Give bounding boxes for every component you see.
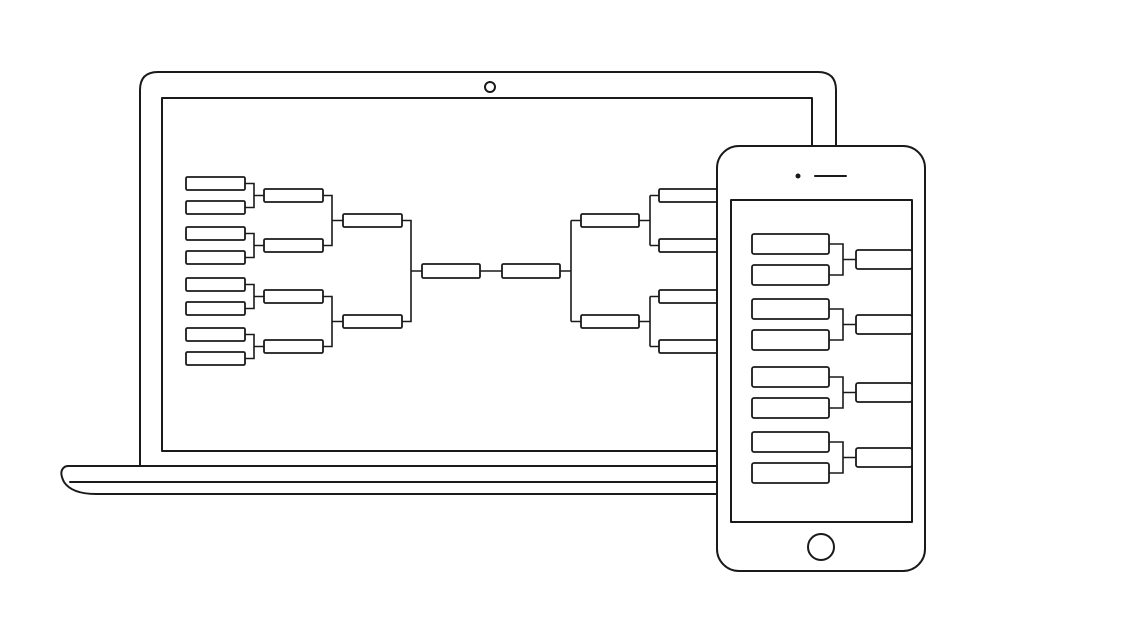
bracket-slot bbox=[580, 314, 640, 329]
bracket-slot bbox=[185, 327, 246, 342]
bracket-slot bbox=[580, 213, 640, 228]
bracket-slot bbox=[185, 176, 246, 191]
bracket-connector bbox=[829, 243, 856, 474]
laptop bbox=[60, 71, 837, 495]
bracket-slot bbox=[342, 314, 403, 329]
bracket-slot bbox=[263, 289, 324, 304]
phone-home-button-icon bbox=[807, 533, 835, 561]
bracket-slot bbox=[185, 351, 246, 366]
phone-body bbox=[716, 145, 926, 572]
bracket-slot bbox=[185, 250, 246, 265]
bracket-slot bbox=[751, 462, 830, 484]
bracket-connector bbox=[639, 194, 659, 348]
bracket-slot bbox=[263, 339, 324, 354]
bracket-slot bbox=[855, 447, 913, 468]
bracket-slot bbox=[185, 301, 246, 316]
bracket-final-slot-left bbox=[421, 263, 481, 279]
bracket-slot bbox=[751, 233, 830, 255]
bracket-slot bbox=[855, 249, 913, 270]
bracket-slot bbox=[185, 226, 246, 241]
laptop-screen bbox=[161, 97, 813, 452]
laptop-base bbox=[60, 465, 837, 495]
laptop-camera-icon bbox=[484, 81, 496, 93]
bracket-slot bbox=[855, 382, 913, 403]
bracket-connector bbox=[402, 219, 422, 323]
bracket-slot bbox=[751, 298, 830, 320]
bracket-final-slot-right bbox=[501, 263, 561, 279]
bracket-slot bbox=[658, 339, 726, 354]
bracket-slot bbox=[263, 188, 324, 203]
bracket-connector bbox=[560, 219, 581, 323]
laptop-bracket bbox=[185, 176, 726, 366]
bracket-slot bbox=[185, 200, 246, 215]
phone-sensor-icon bbox=[795, 173, 801, 179]
bracket-slot bbox=[855, 314, 913, 335]
bracket-slot bbox=[751, 431, 830, 453]
bracket-connector bbox=[323, 194, 343, 348]
phone-bracket bbox=[751, 233, 913, 484]
bracket-slot bbox=[751, 329, 830, 351]
laptop-lid bbox=[139, 71, 837, 467]
bracket-slot bbox=[342, 213, 403, 228]
bracket-slot bbox=[263, 238, 324, 253]
bracket-slot bbox=[751, 264, 830, 286]
bracket-slot bbox=[185, 277, 246, 292]
bracket-slot bbox=[751, 366, 830, 388]
bracket-slot bbox=[658, 289, 726, 304]
bracket-connector bbox=[245, 182, 264, 360]
phone bbox=[716, 145, 926, 572]
bracket-slot bbox=[751, 397, 830, 419]
phone-screen bbox=[730, 199, 913, 523]
bracket-slot bbox=[658, 238, 726, 253]
bracket-slot bbox=[658, 188, 726, 203]
